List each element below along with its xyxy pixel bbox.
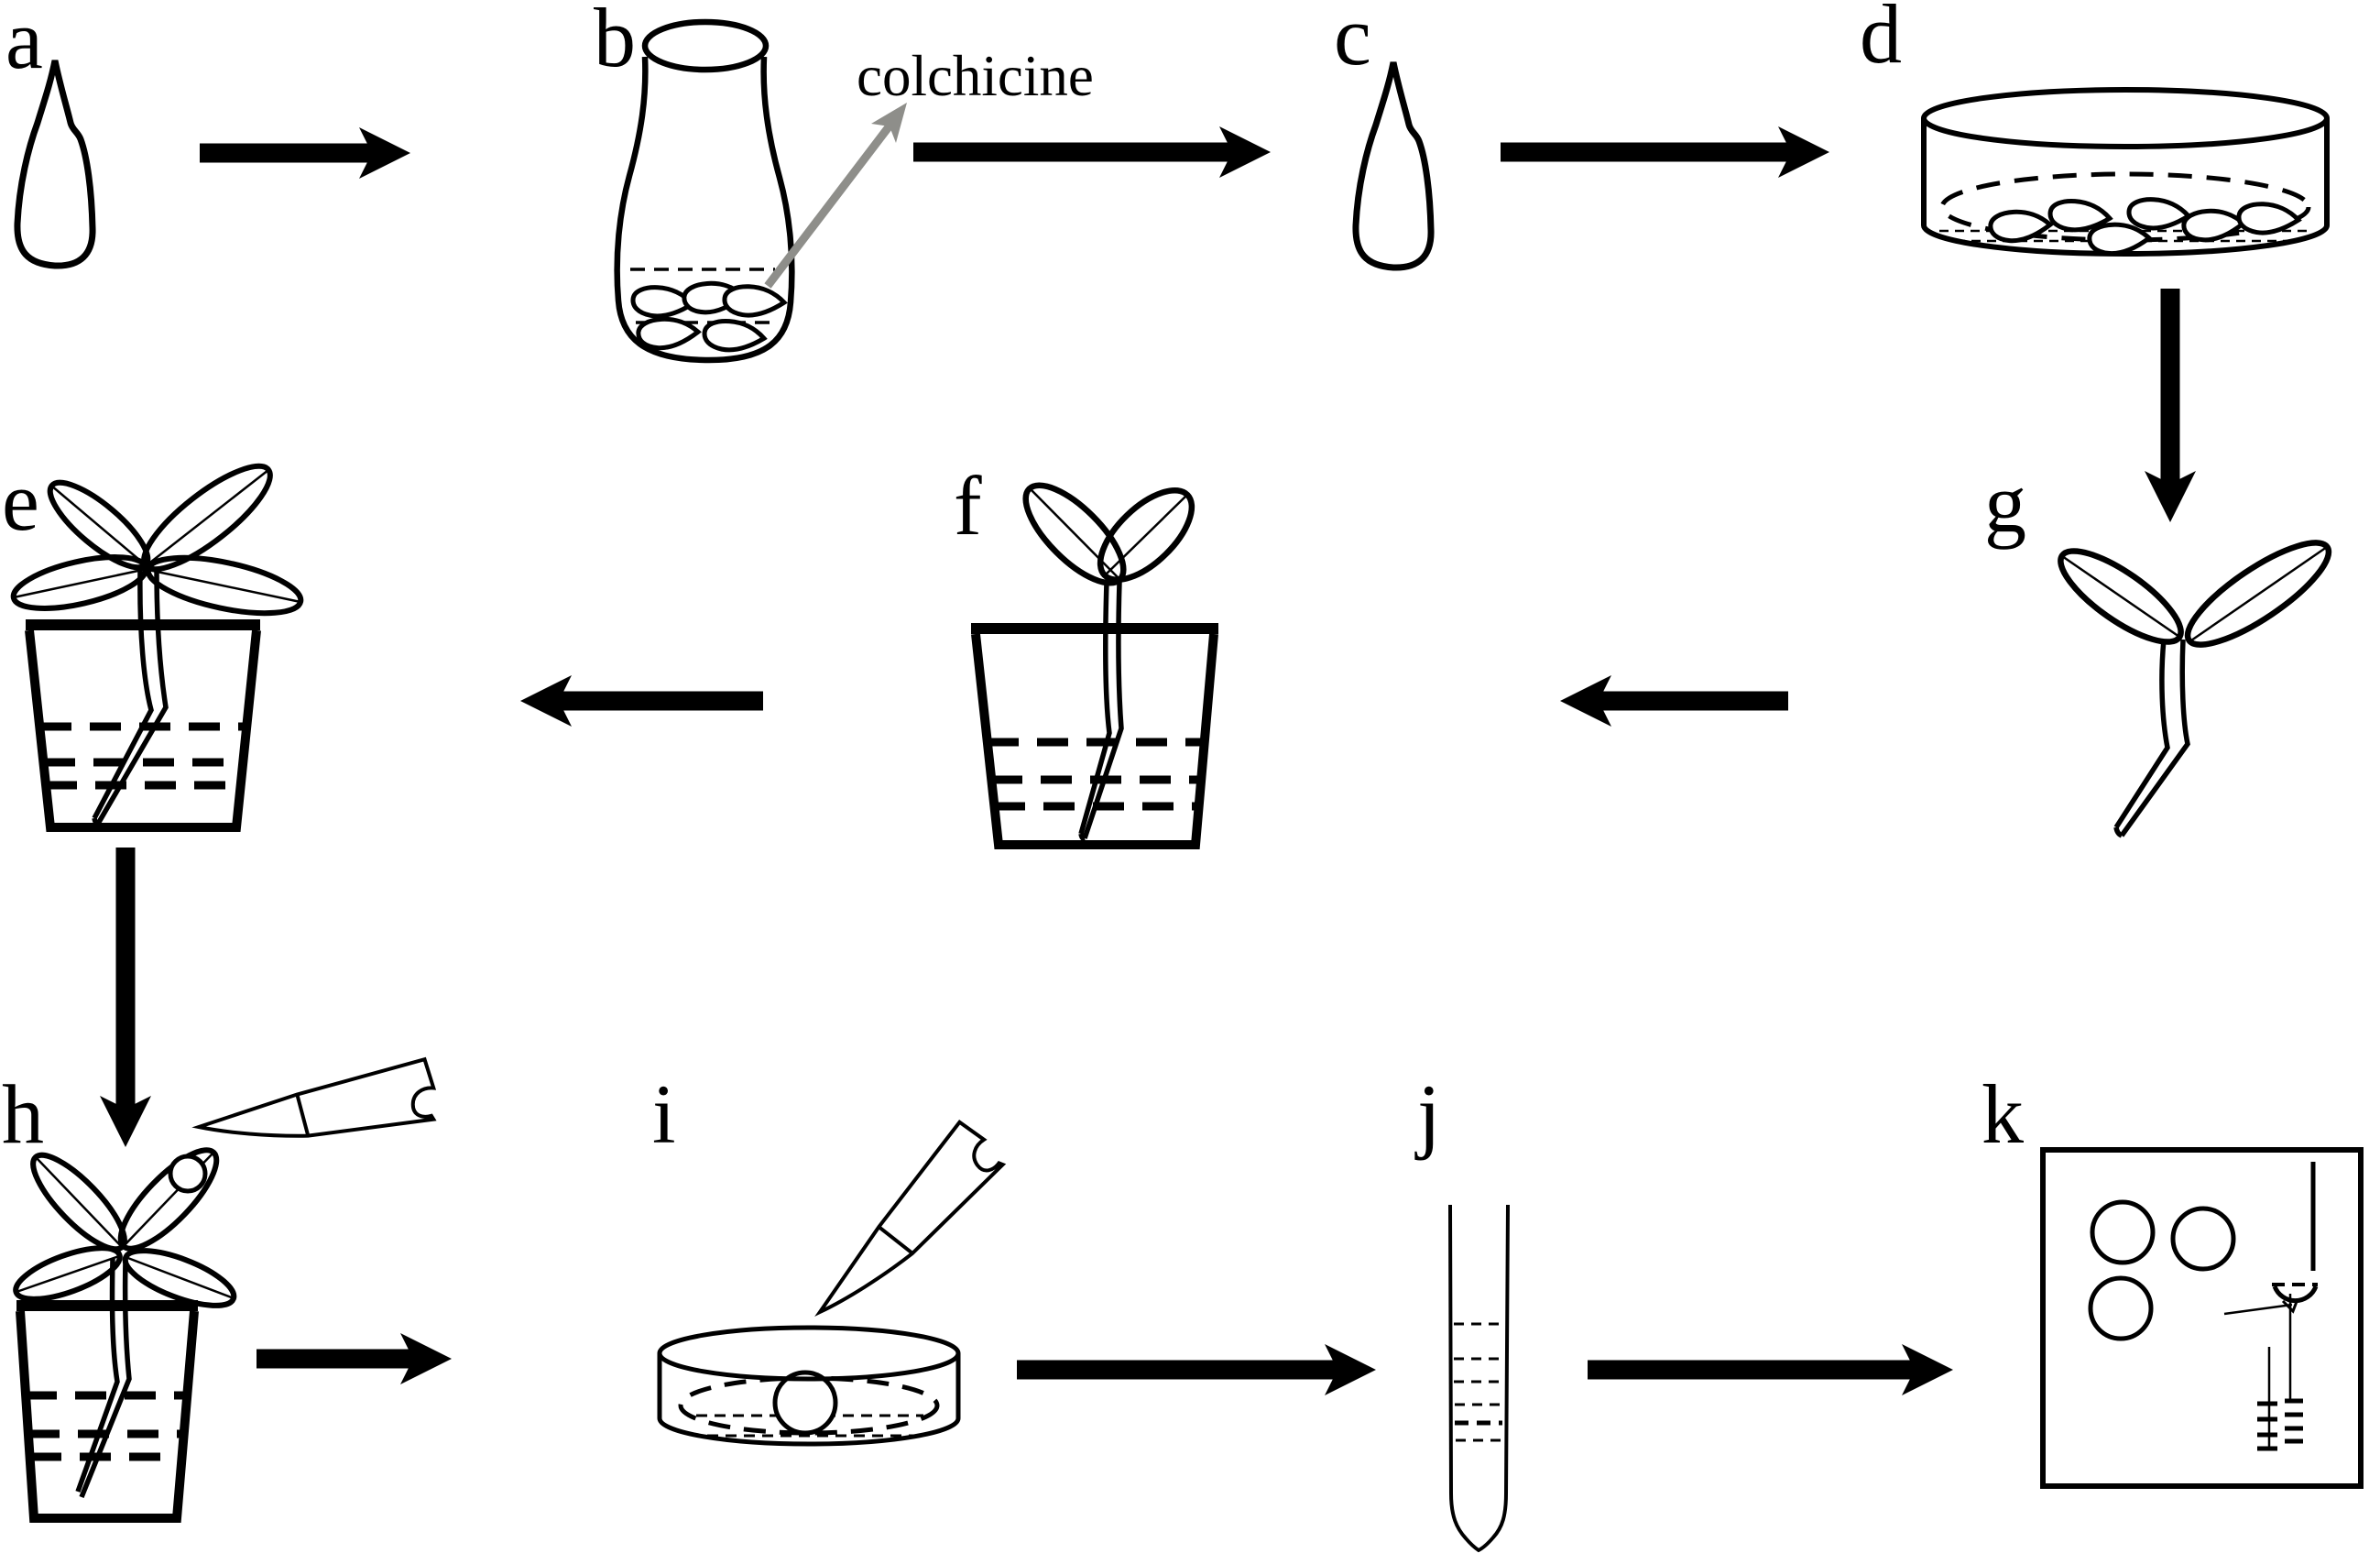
arrow-g-f-icon	[1560, 675, 1788, 727]
panel-label-b: b	[594, 0, 636, 84]
arrow-b-c-icon	[913, 126, 1271, 178]
arrow-f-e-icon	[520, 675, 763, 727]
scalpel-icon	[786, 1116, 1010, 1328]
panel-h: h	[2, 1056, 439, 1523]
leaf-disc-icon	[772, 1370, 838, 1436]
arrow-j-k-icon	[1588, 1344, 1953, 1395]
potted-plant-with-scalpel-icon	[13, 1056, 439, 1523]
panel-label-e: e	[2, 454, 39, 548]
panel-e: e	[2, 454, 304, 832]
droplet-dashes-icon	[2257, 1398, 2303, 1451]
arrow-a-b-icon	[200, 127, 410, 179]
arrow-c-d-icon	[1501, 126, 1829, 178]
panel-k: k	[1982, 1067, 2364, 1489]
panel-label-f: f	[954, 459, 982, 552]
seed-icon	[1356, 62, 1431, 268]
panel-d: d	[1860, 0, 2330, 257]
panel-b: b colchicine	[594, 0, 1094, 364]
erlenmeyer-flask-seeds-icon	[614, 18, 795, 364]
potted-plant-icon	[10, 463, 304, 832]
leaf-punch-hole-icon	[168, 1154, 208, 1194]
panel-f: f	[954, 459, 1218, 849]
panel-a: a	[5, 0, 93, 266]
panel-label-i: i	[652, 1067, 676, 1161]
centrifuge-tube-icon	[1448, 1204, 1510, 1553]
panel-label-h: h	[2, 1067, 44, 1161]
scalpel-icon	[192, 1056, 439, 1147]
panel-label-k: k	[1982, 1067, 2024, 1161]
panel-label-d: d	[1860, 0, 1902, 81]
panel-c: c	[1334, 0, 1431, 268]
colchicine-arrow-icon	[764, 103, 907, 289]
panel-j: j	[1414, 1067, 1510, 1553]
cell-nucleus-icon	[2170, 1206, 2236, 1272]
seed-icon	[17, 60, 93, 266]
panel-g: g	[1984, 456, 2332, 838]
nozzle-cup-icon	[2272, 1285, 2319, 1304]
petri-dish-leaf-disc-scalpel-icon	[657, 1116, 1010, 1447]
panel-label-g: g	[1984, 456, 2026, 550]
arrow-i-j-icon	[1017, 1344, 1376, 1395]
panel-i: i	[652, 1067, 1010, 1447]
germinated-seedling-icon	[2058, 540, 2332, 838]
potted-seedling-icon	[971, 482, 1218, 849]
panel-label-j: j	[1414, 1067, 1441, 1161]
colchicine-annotation: colchicine	[857, 44, 1094, 108]
flow-cytometer-box-icon	[2040, 1147, 2364, 1489]
panel-label-c: c	[1334, 0, 1371, 82]
arrow-e-h-icon	[100, 848, 151, 1147]
arrow-d-g-icon	[2145, 289, 2196, 522]
arrow-h-i-icon	[257, 1333, 452, 1384]
cell-nucleus-icon	[2088, 1275, 2154, 1341]
cell-nucleus-icon	[2090, 1199, 2156, 1265]
petri-dish-seeds-icon	[1921, 87, 2330, 257]
panel-label-a: a	[5, 0, 43, 86]
